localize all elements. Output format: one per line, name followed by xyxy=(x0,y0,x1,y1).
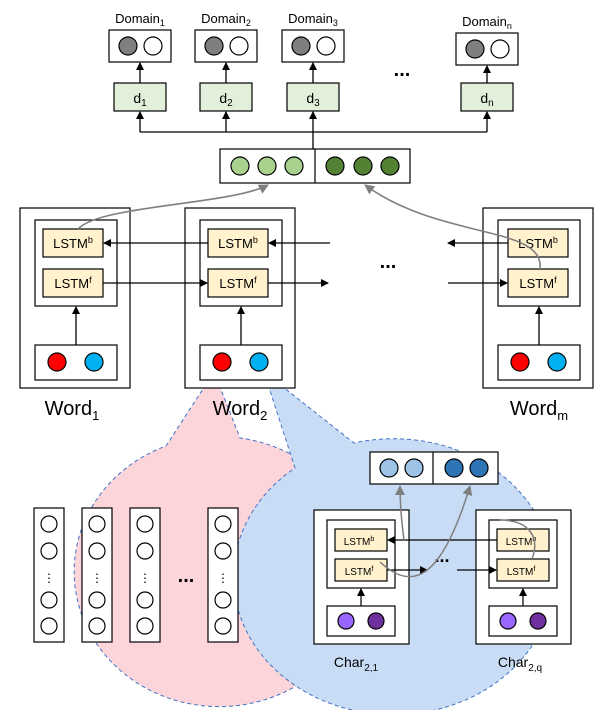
char-backward-to-hidden-curve xyxy=(395,485,406,541)
char-label-1: Char2,1 xyxy=(334,654,379,674)
word-label-m: Wordm xyxy=(510,398,568,423)
domain-ellipsis: ... xyxy=(394,59,411,81)
word-label-2: Word2 xyxy=(213,398,268,423)
lstm-b-label-word-1: LSTMb xyxy=(53,235,93,251)
embedding-column-2: ⋮ xyxy=(81,507,113,643)
forward-to-hidden-curve xyxy=(364,184,541,270)
char-lstm-arrows xyxy=(387,536,497,574)
svg-text:dn: dn xyxy=(480,90,493,109)
char-column-1 xyxy=(313,509,410,645)
domain-output-n xyxy=(455,32,519,66)
char-embedding-to-lstm-arrows xyxy=(357,588,527,606)
word-column-2 xyxy=(184,207,296,389)
domain-label-1: Domain1 xyxy=(115,11,165,28)
decoder-2: d2 xyxy=(199,82,253,112)
hidden-to-decoder-arrows xyxy=(136,111,491,149)
domain-label-2: Domain2 xyxy=(201,11,251,28)
sentence-hidden-vector xyxy=(219,148,411,184)
lstm-f-label-word-1: LSTMf xyxy=(54,275,92,291)
char-column-q xyxy=(475,509,572,645)
char-forward-to-hidden-curve xyxy=(379,485,473,578)
svg-text:d2: d2 xyxy=(219,90,233,109)
domain-output-2 xyxy=(194,29,258,63)
word-column-1 xyxy=(19,207,131,389)
decoder-n: dn xyxy=(460,82,514,112)
embedding-column-4: ⋮ xyxy=(207,507,239,643)
backward-to-hidden-curve xyxy=(77,184,269,230)
word-ellipsis: ... xyxy=(380,251,397,273)
decoder-1: d1 xyxy=(113,82,167,112)
lstm-b-label-word-2: LSTMb xyxy=(218,235,258,251)
char-lstm-f-label-q: LSTMf xyxy=(507,566,536,578)
word-column-m xyxy=(482,207,594,389)
svg-text:⋮: ⋮ xyxy=(217,571,229,585)
char-lstm-b-label-1: LSTMb xyxy=(344,536,375,548)
word-label-1: Word1 xyxy=(45,398,100,423)
char-ellipsis: ... xyxy=(434,546,449,566)
svg-text:⋮: ⋮ xyxy=(43,571,55,585)
lstm-f-label-word-2: LSTMf xyxy=(219,275,257,291)
embedding-to-lstm-arrows xyxy=(72,306,543,345)
char-label-q: Char2,q xyxy=(498,654,542,674)
lstm-b-label-word-m: LSTMb xyxy=(518,235,558,251)
decoder-to-domain-arrows xyxy=(136,62,491,83)
decoder-3: d3 xyxy=(286,82,340,112)
svg-text:d3: d3 xyxy=(306,90,320,109)
embedding-column-1: ⋮ xyxy=(33,507,65,643)
embedding-column-3: ⋮ xyxy=(129,507,161,643)
svg-text:⋮: ⋮ xyxy=(139,571,151,585)
char-forward-q-curve xyxy=(499,519,536,560)
lstm-f-label-word-m: LSTMf xyxy=(519,275,557,291)
domain-label-n: Domainn xyxy=(462,14,512,31)
char-lstm-f-label-1: LSTMf xyxy=(345,566,374,578)
domain-output-1 xyxy=(108,29,172,63)
embedding-ellipsis: ... xyxy=(178,565,195,587)
char-lstm-b-label-q: LSTMb xyxy=(506,536,537,548)
domain-label-3: Domain3 xyxy=(288,11,338,28)
char-hidden-vector xyxy=(369,451,499,485)
svg-text:⋮: ⋮ xyxy=(91,571,103,585)
svg-text:d1: d1 xyxy=(133,90,147,109)
domain-output-3 xyxy=(281,29,345,63)
